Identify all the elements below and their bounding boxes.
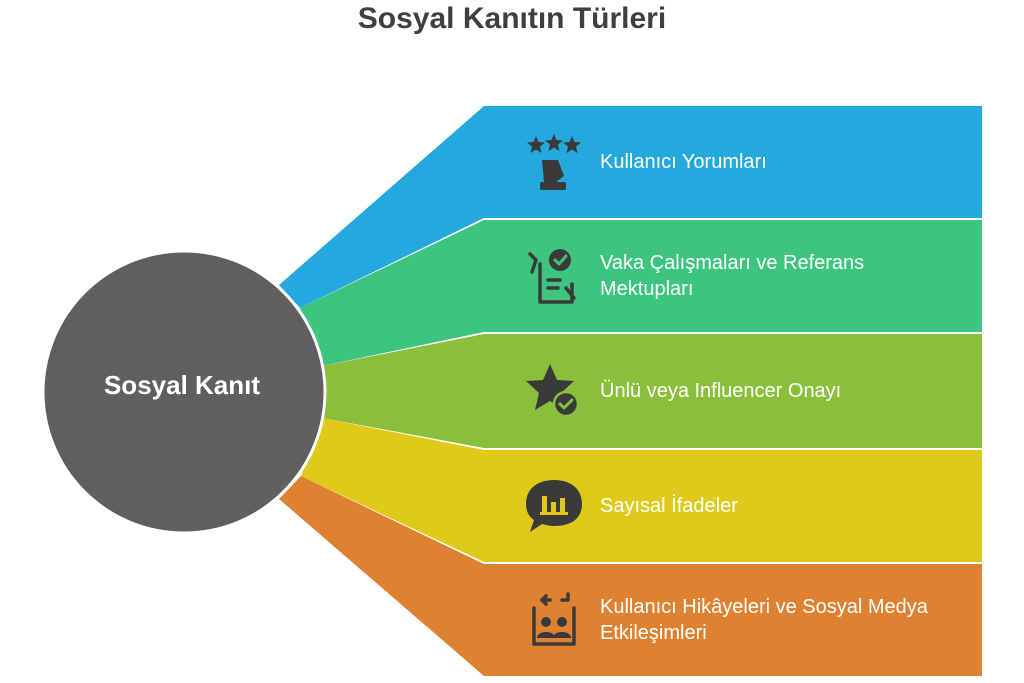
item-label-5: Kullanıcı Hikâyeleri ve Sosyal Medya Etk… bbox=[600, 596, 928, 644]
center-label: Sosyal Kanıt bbox=[103, 370, 261, 400]
item-label-4: Sayısal İfadeler bbox=[600, 495, 738, 517]
item-label-2: Vaka Çalışmaları ve Referans Mektupları bbox=[600, 252, 865, 300]
band-5 bbox=[279, 476, 982, 676]
user-stories-icon bbox=[532, 592, 576, 646]
item-label-3: Ünlü veya Influencer Onayı bbox=[600, 380, 842, 402]
band-1 bbox=[279, 106, 982, 308]
band-3 bbox=[322, 334, 982, 448]
item-label-1: Kullanıcı Yorumları bbox=[600, 151, 767, 173]
band-2 bbox=[300, 220, 982, 366]
checklist-document-icon bbox=[528, 249, 576, 304]
stars-review-icon bbox=[527, 134, 581, 190]
band-4 bbox=[301, 418, 982, 562]
page-title: Sosyal Kanıtın Türleri bbox=[357, 2, 667, 35]
bar-chart-bubble-icon bbox=[526, 480, 582, 532]
star-check-icon bbox=[526, 364, 580, 418]
center-circle bbox=[41, 249, 327, 535]
